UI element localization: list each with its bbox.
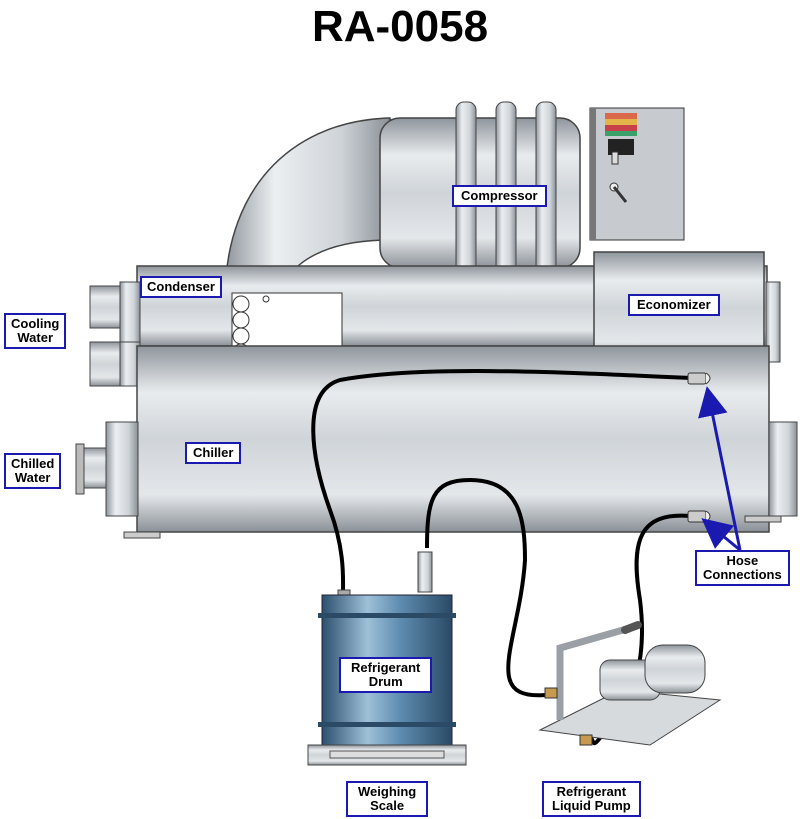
label-refrigerant-drum-line2: Drum	[368, 674, 403, 689]
label-hose-connections-line2: Connections	[703, 567, 782, 582]
hose-drum-to-pump	[425, 477, 546, 698]
label-refrigerant-drum-line1: Refrigerant	[351, 660, 421, 675]
label-condenser: Condenser	[140, 276, 222, 298]
label-weighing-scale: Weighing Scale	[346, 781, 429, 817]
label-chilled-water: Chilled Water	[4, 453, 62, 489]
label-hose-connections-line1: Hose	[726, 553, 759, 568]
hose-connector-upper	[687, 372, 711, 385]
label-refrigerant-liquid-pump-line1: Refrigerant	[556, 784, 627, 799]
label-cooling-water-line2: Water	[17, 330, 54, 345]
hose-upper	[311, 369, 691, 593]
label-hose-connections: Hose Connections	[695, 550, 790, 586]
label-weighing-scale-line2: Scale	[370, 798, 405, 813]
label-refrigerant-liquid-pump: Refrigerant Liquid Pump	[542, 781, 641, 817]
liquid-pump	[538, 621, 722, 746]
label-refrigerant-drum: Refrigerant Drum	[339, 657, 433, 693]
weighing-scale	[307, 744, 467, 766]
label-chilled-water-line2: Water	[14, 470, 51, 485]
label-refrigerant-liquid-pump-line2: Liquid Pump	[552, 798, 631, 813]
arrow-upper	[698, 386, 742, 551]
label-weighing-scale-line1: Weighing	[358, 784, 417, 799]
label-cooling-water-line1: Cooling	[11, 316, 60, 331]
refrigerant-drum	[318, 551, 456, 746]
label-compressor: Compressor	[452, 185, 547, 207]
label-cooling-water: Cooling Water	[4, 313, 67, 349]
diagram-title: RA-0058	[311, 2, 489, 51]
hose-connector-lower	[687, 510, 711, 523]
arrow-lower	[701, 518, 741, 552]
label-chilled-water-line1: Chilled	[11, 456, 55, 471]
label-economizer: Economizer	[628, 294, 720, 316]
hose-connection-arrows	[698, 386, 742, 552]
label-chiller: Chiller	[185, 442, 242, 464]
control-panel	[589, 107, 685, 241]
